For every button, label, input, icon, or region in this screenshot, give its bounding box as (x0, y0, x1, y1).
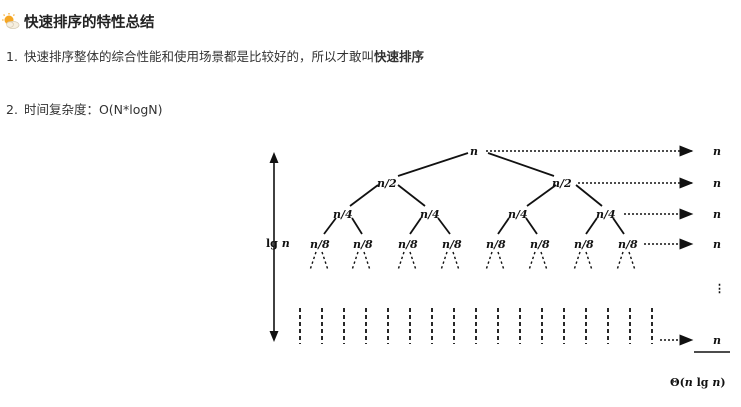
list-item-text: 快速排序整体的综合性能和使用场景都是比较好的，所以才敢叫 (23, 49, 374, 64)
list-item-number: 2. (6, 102, 18, 117)
total-cost-label: Θ(n lg n) (670, 376, 726, 389)
tree-node-level3: n/8 (574, 238, 594, 251)
level-sum-ellipsis: ⋮ (714, 282, 725, 295)
tree-node-level3: n/8 (353, 238, 373, 251)
level-sum: n (713, 177, 721, 190)
height-arrow-down (269, 331, 279, 342)
tree-dotted-edges (309, 251, 636, 271)
tree-node-level3: n/8 (618, 238, 638, 251)
tree-node-level3: n/8 (530, 238, 550, 251)
leaf-columns (299, 308, 653, 344)
tree-node-level2: n/4 (420, 208, 440, 221)
tree-node-root: n (470, 145, 478, 158)
tree-node-level3: n/8 (310, 238, 330, 251)
level-sum: n (713, 145, 721, 158)
list-item-text: 时间复杂度：O(N*logN) (23, 102, 163, 117)
tree-node-level2: n/4 (596, 208, 616, 221)
tree-edges (323, 152, 625, 235)
recursion-tree-diagram: lg n (266, 145, 730, 389)
level-sum: n (713, 334, 721, 347)
list-item: 1. 快速排序整体的综合性能和使用场景都是比较好的，所以才敢叫快速排序 (6, 46, 424, 65)
tree-node-level3: n/8 (442, 238, 462, 251)
height-arrow-up (269, 152, 279, 163)
tree-node-level3: n/8 (398, 238, 418, 251)
tree-node-level2: n/4 (333, 208, 353, 221)
sun-cloud-icon (2, 12, 20, 30)
section-heading: 快速排序的特性总结 (2, 10, 155, 32)
tree-node-level2: n/4 (508, 208, 528, 221)
list-item: 2. 时间复杂度：O(N*logN) (6, 99, 163, 118)
level-sum-arrows (486, 145, 694, 346)
tree-node-level1: n/2 (377, 177, 397, 190)
level-sum: n (713, 238, 721, 251)
list-item-number: 1. (6, 49, 18, 64)
tree-node-level3: n/8 (486, 238, 506, 251)
tree-node-level1: n/2 (552, 177, 572, 190)
list-item-bold-text: 快速排序 (373, 49, 424, 64)
recursion-tree-figure: lg n (258, 130, 738, 400)
section-title: 快速排序的特性总结 (24, 14, 155, 31)
height-label: lg n (266, 237, 290, 250)
level-sum: n (713, 208, 721, 221)
